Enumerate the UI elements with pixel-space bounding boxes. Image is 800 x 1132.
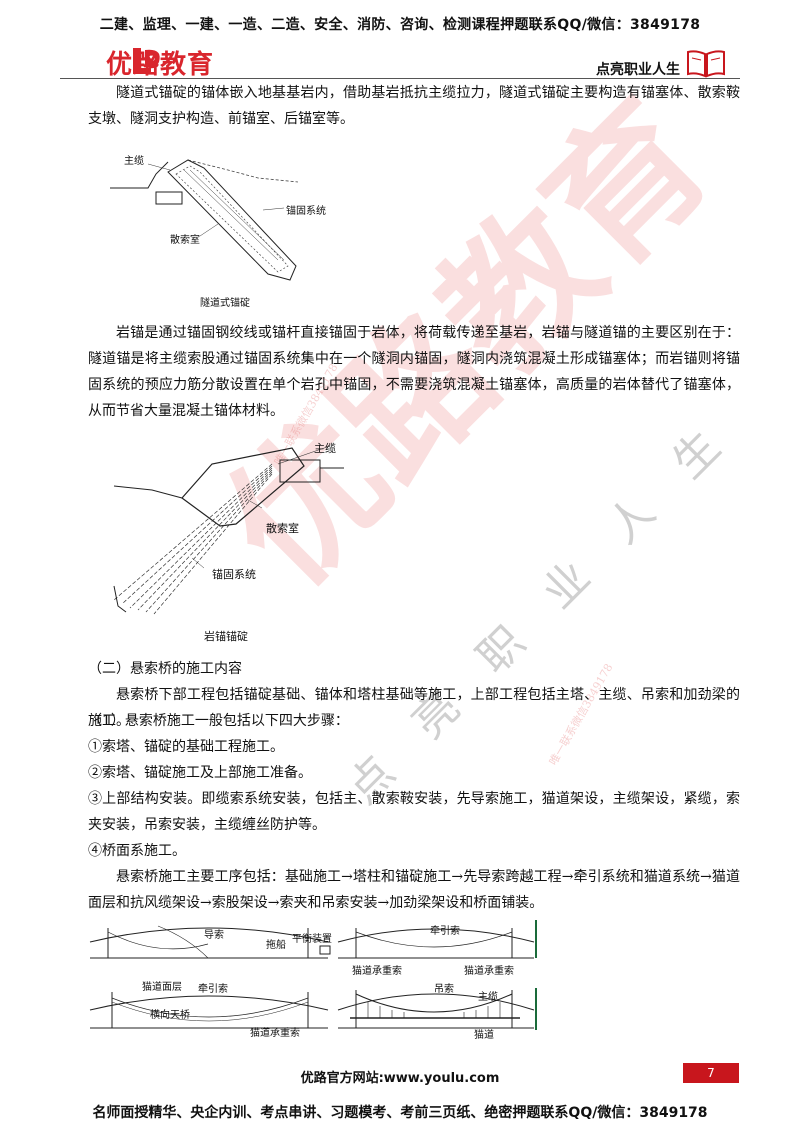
fig3-catwalk-cable-right: 猫道承重索 [464, 966, 514, 977]
fig3-traction-cable-1: 牵引索 [430, 926, 460, 937]
paragraph-sequence: 悬索桥施工主要工序包括：基础施工→塔柱和锚碇施工→先导索跨越工程→牵引系统和猫道… [88, 869, 740, 911]
logo-text: 优路教育 [106, 50, 215, 80]
fig1-label-splay-chamber: 散索室 [170, 235, 200, 246]
slogan: 点亮职业人生 [596, 62, 680, 78]
paragraph-scope: 悬索桥下部工程包括锚碇基础、锚体和塔柱基础等施工，上部工程包括主塔、主缆、吊索和… [88, 687, 740, 729]
top-banner: 二建、监理、一建、一造、二造、安全、消防、咨询、检测课程押题联系QQ/微信：38… [99, 17, 701, 33]
fig3-catwalk-deck: 猫道面层 [142, 982, 182, 993]
fig3-traction-cable-2: 牵引索 [198, 984, 228, 995]
bottom-banner: 名师面授精华、央企内训、考点串讲、习题模考、考前三页纸、绝密押题联系QQ/微信：… [92, 1105, 708, 1121]
tunnel-anchorage-figure [110, 159, 299, 281]
step-1: ①索塔、锚碇的基础工程施工。 [88, 739, 284, 755]
rock-anchorage-figure [113, 445, 344, 615]
fig2-label-main-cable: 主缆 [314, 442, 336, 455]
paragraph-tunnel-anchor: 隧道式锚碇的锚体嵌入地基基岩内，借助基岩抵抗主缆拉力，隧道式锚碇主要构造有锚塞体… [88, 85, 740, 127]
fig3-catwalk: 猫道 [474, 1030, 494, 1041]
step-3: ③上部结构安装。即缆索系统安装，包括主、散索鞍安装，先导索施工，猫道架设，主缆架… [88, 791, 740, 833]
page-number: 7 [683, 1063, 739, 1083]
fig3-cross-bridge: 横向天桥 [150, 1010, 190, 1021]
fig1-label-main-cable: 主缆 [124, 156, 144, 167]
step-4: ④桥面系施工。 [88, 843, 186, 859]
step-2: ②索塔、锚碇施工及上部施工准备。 [88, 765, 312, 781]
construction-sequence-figure [89, 920, 537, 1030]
section-title: （二）悬索桥的施工内容 [88, 661, 242, 677]
fig2-caption: 岩锚锚碇 [204, 630, 248, 643]
fig1-label-anchor-system: 锚固系统 [286, 206, 326, 217]
fig3-pilot-cable: 导索 [204, 930, 224, 941]
fig2-label-anchor-system: 锚固系统 [212, 568, 256, 581]
fig3-catwalk-cable-left: 猫道承重索 [352, 966, 402, 977]
fig2-label-splay-chamber: 散索室 [266, 522, 299, 535]
fig3-tug: 拖船 [266, 940, 286, 951]
logo-icon [133, 48, 160, 74]
fig3-main-cable: 主缆 [478, 992, 498, 1003]
footer-website: 优路官方网站:www.youlu.com [300, 1071, 500, 1086]
fig3-balance-device: 平衡装置 [292, 934, 332, 945]
book-icon [687, 50, 725, 78]
paragraph-rock-anchor: 岩锚是通过锚固钢绞线或锚杆直接锚固于岩体，将荷载传递至基岩，岩锚与隧道锚的主要区… [88, 325, 740, 419]
fig3-hanger: 吊索 [434, 984, 454, 995]
header-rule [60, 78, 740, 79]
fig1-caption: 隧道式锚碇 [200, 298, 250, 309]
steps-intro: （1）悬索桥施工一般包括以下四大步骤： [88, 713, 349, 729]
fig3-catwalk-cable-3: 猫道承重索 [250, 1028, 300, 1039]
